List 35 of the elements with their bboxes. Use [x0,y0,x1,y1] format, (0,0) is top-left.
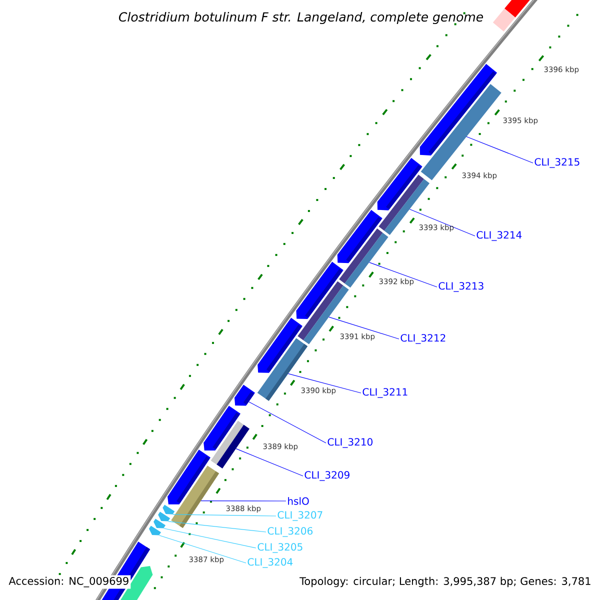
leader-line [172,514,276,516]
leader-line [200,500,286,502]
gene-label: CLI_3212 [400,334,446,344]
gene-label: CLI_3210 [328,438,372,448]
gene-bar [210,420,250,468]
leader-line [236,448,304,476]
gene-label: CLI_3206 [268,527,313,537]
gene-bar [171,466,220,528]
gene-feature [162,504,175,514]
gene-feature [149,526,161,536]
gene-feature [158,512,170,522]
title: Clostridium botulinum F str. Langeland, complete genome [118,12,484,24]
gene-label: CLI_3207 [278,511,322,521]
gene-label: CLI_3214 [476,231,522,241]
leader-line [163,528,256,548]
leader-line [248,402,326,444]
gene-label: CLI_3213 [438,282,484,292]
accession-text: Accession: NC_009699 [7,575,131,589]
gene-feature [154,518,166,528]
leader-line [409,208,476,236]
gene-bar [234,384,255,406]
leader-line [328,316,400,340]
gene-label: CLI_3205 [258,543,302,553]
genome-info-text: Topology: circular; Length: 3,995,387 bp; Genes: 3,781 [298,575,593,589]
gene-bar [420,84,502,180]
gene-label: CLI_3215 [534,158,580,168]
leader-line [168,521,266,532]
gene-label: CLI_3204 [248,558,293,568]
gene-label: hslO [288,497,309,505]
gene-label: CLI_3211 [362,388,408,398]
leader-line [466,136,534,164]
gene-label: CLI_3209 [304,471,350,481]
leader-line [288,373,362,394]
leader-line [369,262,438,288]
leader-line [158,535,246,564]
